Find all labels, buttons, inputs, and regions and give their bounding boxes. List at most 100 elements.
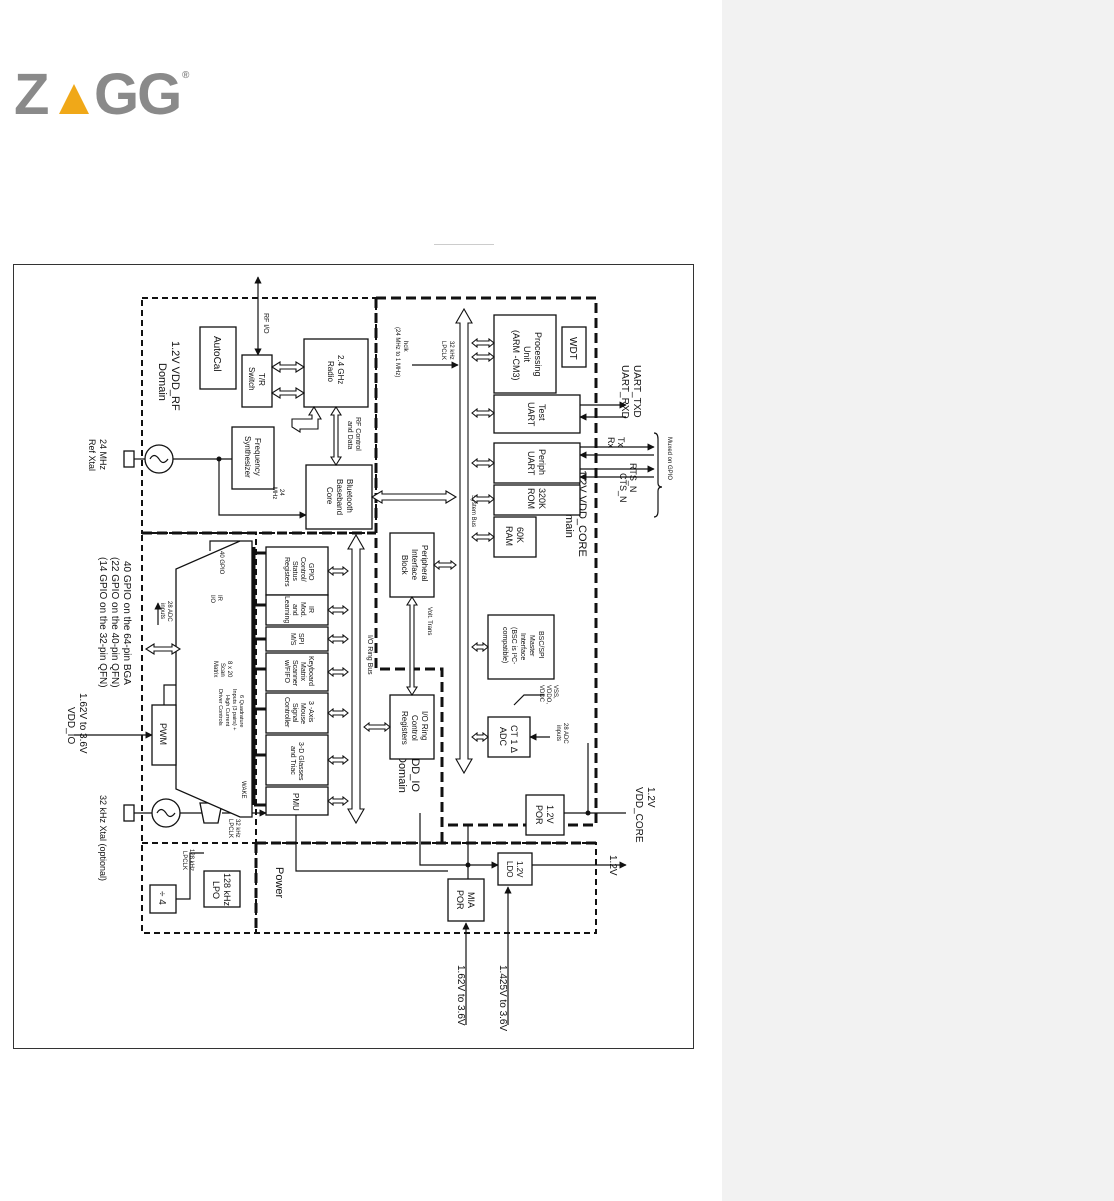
adc-inputs-left-label-1: 28 ADC [166, 601, 172, 622]
lpo-block [203, 870, 241, 908]
glasses-label-2: and Triac [289, 746, 296, 775]
autocal-label: AutoCal [211, 336, 222, 372]
mouse-block [265, 692, 329, 734]
right-margin-panel [722, 0, 1114, 1201]
mouse-label-3: Signal [291, 703, 298, 723]
io-ring-bus-label: I/O Ring Bus [366, 635, 373, 675]
bt-core-label-1: Bluetooth [345, 479, 354, 513]
rts-label: RTS_N [628, 463, 638, 492]
adc-inputs-top-label-2: inputs [555, 725, 561, 741]
bt-core-block [305, 464, 373, 530]
scan-label-2: Matrix [212, 661, 218, 677]
pwm-top-wire [163, 684, 176, 705]
quad-label-2: Inputs (3 pairs) + [231, 689, 237, 730]
gpio40-label: 40 GPIO [218, 551, 224, 575]
mouse-label-2: Mouse [299, 703, 306, 724]
mhz24-label-1: 24 [278, 489, 284, 496]
pmu-block [265, 786, 329, 816]
bsc-label-2: Master [528, 635, 535, 657]
radio-block [303, 338, 369, 408]
bus-tap-ram [471, 531, 495, 543]
freq-synth-label-2: Synthesizer [243, 436, 252, 478]
muxed-label: Muxed on GPIO [666, 437, 672, 480]
sine-wave-icon [149, 454, 169, 464]
switch-radio-bus-2 [270, 387, 306, 399]
bt-core-label-3: Core [325, 487, 334, 505]
proc-unit-label-2: Unit [522, 346, 532, 363]
io-ring-label-1: I/O Ring [420, 711, 429, 740]
vdd-core-label: VDD_CORE [633, 787, 644, 843]
ref-xtal-crystal [123, 450, 135, 468]
mhz24-wire [218, 459, 307, 519]
v162a-label: 1.62V to 3.6V [455, 965, 466, 1026]
mhz24-label-2: MHz [271, 487, 277, 499]
io-ring-label-3: Registers [400, 711, 409, 745]
bsc-label-1: BSC/SPI [537, 631, 544, 659]
page-rule [434, 244, 494, 245]
test-uart-block [493, 394, 581, 434]
lpclk32-label-2: LPCLK [440, 341, 446, 360]
autocal-block [199, 326, 237, 390]
zagg-logo: Z GG ® [14, 64, 190, 122]
processing-unit-block [493, 314, 557, 394]
rf-io-label: RF I/O [262, 313, 269, 334]
bus-tap-proc [471, 337, 495, 349]
glasses-label-1: 3-D Glasses [297, 742, 304, 781]
mia-por-block [447, 878, 485, 922]
gpio-label-1: GPIO [307, 563, 314, 581]
tr-switch-label-1: T/R [257, 373, 266, 386]
gpio-qfn32-label: (14 GPIO on the 32-pin QFN) [97, 557, 108, 688]
adc-left-bus [144, 643, 182, 655]
lpo-label-1: 128 kHz [222, 873, 232, 907]
rx-label: Rx [606, 437, 616, 448]
spi-label-1: SPI [297, 633, 304, 644]
rf-domain-label-line1: 1.2V VDD_RF [169, 341, 181, 411]
rom-label-1: 320K [537, 488, 547, 509]
vdd-io-label: VDD_IO [65, 707, 76, 744]
pmu-label: PMU [291, 793, 300, 811]
adc-label-2: ADC [498, 727, 508, 747]
tx-label: Tx [616, 437, 626, 447]
core-io-boundary [374, 298, 444, 843]
bt-core-system-bus [370, 490, 458, 504]
gpio-label-4: Registers [283, 557, 290, 587]
volt-trans-bus [406, 595, 418, 697]
bsc-label-5: compatible) [501, 627, 508, 663]
spi-label-2: M/S [289, 633, 296, 646]
block-diagram-frame: 1.2V VDD_RF Domain 1.2V VDD_CORE Domain … [13, 264, 694, 1049]
v12-b-label: 1.2V [607, 855, 618, 876]
mux-lines [252, 547, 266, 807]
ldo-label-2: LDO [505, 861, 514, 877]
logo-z: Z [14, 64, 48, 122]
pib-label-3: Block [400, 555, 409, 576]
muxed-brace [653, 432, 663, 518]
rf-ctrl-label-2: and Data [346, 421, 353, 450]
power-domain-boundary [141, 842, 597, 934]
ram-label-1: 60K [515, 527, 525, 543]
lpclk-pmu-label-2: LPCLK [227, 819, 233, 838]
test-uart-label-1: Test [537, 404, 547, 421]
mouse-label-1: 3 -Axis [307, 701, 314, 723]
lpclk128-label-2: LPCLK [181, 851, 187, 870]
quad-label-1: 6 Quadrature [238, 695, 244, 727]
core-domain-boundary [376, 296, 598, 827]
bus-tap-test-uart [471, 407, 495, 419]
pib-label-1: Peripheral [420, 545, 429, 582]
io-tap-ring-control [363, 721, 391, 733]
wdt-label: WDT [567, 337, 578, 360]
div4-block [149, 884, 177, 914]
radio-label-2: Radio [326, 361, 335, 382]
io-ring-to-ldo-wire [419, 813, 499, 869]
v12-a-label: 1.2V [645, 787, 656, 808]
keyboard-label-2: Matrix [299, 662, 306, 682]
bus-tap-bsc [471, 641, 489, 653]
ram-block [493, 516, 537, 558]
io-tap-keyboard [327, 666, 349, 678]
periph-uart-label-1: Periph [537, 449, 547, 475]
volt-trans-label: Volt. Trans [426, 607, 432, 635]
uart-txd-label: UART_TXD [631, 365, 642, 418]
por-label-1: 1.2V [545, 805, 555, 824]
system-bus-taps [433, 337, 495, 743]
bus-tap-adc [471, 731, 489, 743]
io-label-2: I/O [209, 595, 215, 603]
